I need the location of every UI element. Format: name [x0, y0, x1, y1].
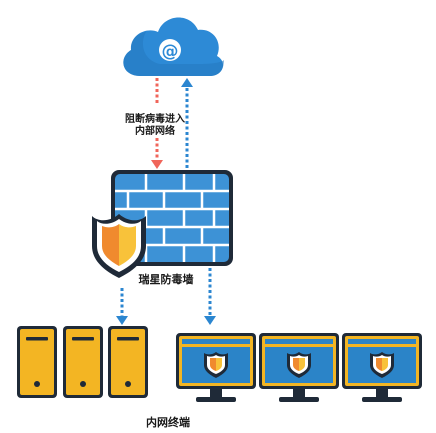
shield-icon: [287, 352, 311, 378]
shield-icon: [204, 352, 228, 378]
intranet-endpoints-label: 内网终端: [146, 415, 190, 429]
monitor-icon: [176, 333, 256, 402]
shield-icon: [92, 214, 146, 278]
shield-icon: [370, 352, 394, 378]
block-virus-label-line2: 内部网络: [135, 124, 175, 137]
block-virus-label: 阻断病毒进入: [125, 112, 185, 125]
blocked-traffic-arrow: [151, 78, 163, 169]
at-sign-icon: @: [159, 39, 181, 62]
monitor-group: [176, 333, 422, 402]
server-tower-icon: [63, 326, 103, 398]
firewall-name-label: 瑞星防毒墙: [139, 272, 194, 286]
server-tower-icon: [17, 326, 57, 398]
arrow-to-monitors: [204, 268, 216, 325]
allowed-traffic-arrow-up: [181, 78, 193, 168]
server-group: [17, 326, 148, 398]
server-tower-icon: [108, 326, 148, 398]
svg-text:@: @: [162, 42, 179, 62]
cloud-internet-icon: @: [123, 17, 224, 76]
monitor-icon: [342, 333, 422, 402]
monitor-icon: [259, 333, 339, 402]
arrow-to-servers: [116, 288, 128, 325]
